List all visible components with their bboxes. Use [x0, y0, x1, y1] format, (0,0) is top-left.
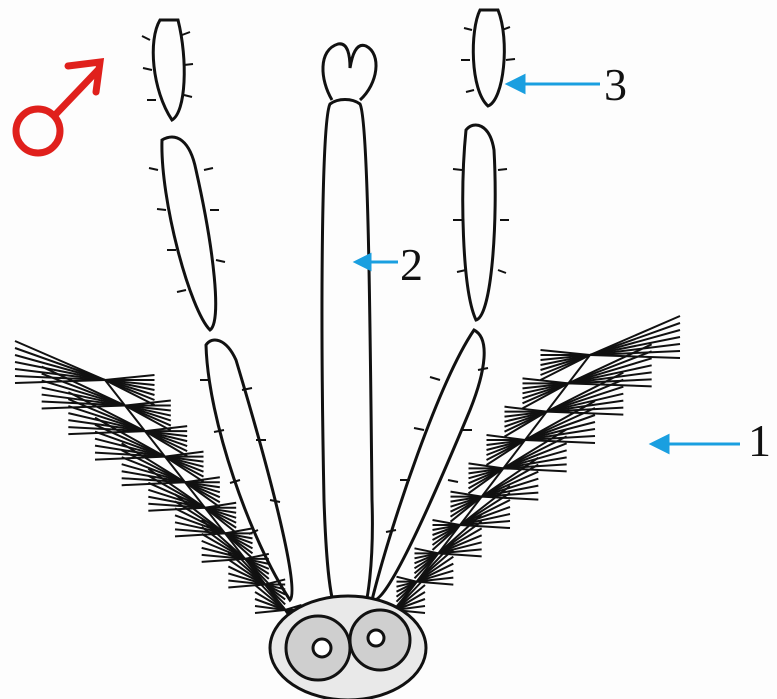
male-symbol-icon — [16, 62, 100, 153]
antenna-feathers — [15, 316, 680, 635]
label-2: 2 — [400, 242, 423, 288]
label-1: 1 — [748, 418, 771, 464]
label-3: 3 — [604, 62, 627, 108]
head-capsule — [270, 596, 426, 699]
proboscis — [322, 44, 376, 618]
